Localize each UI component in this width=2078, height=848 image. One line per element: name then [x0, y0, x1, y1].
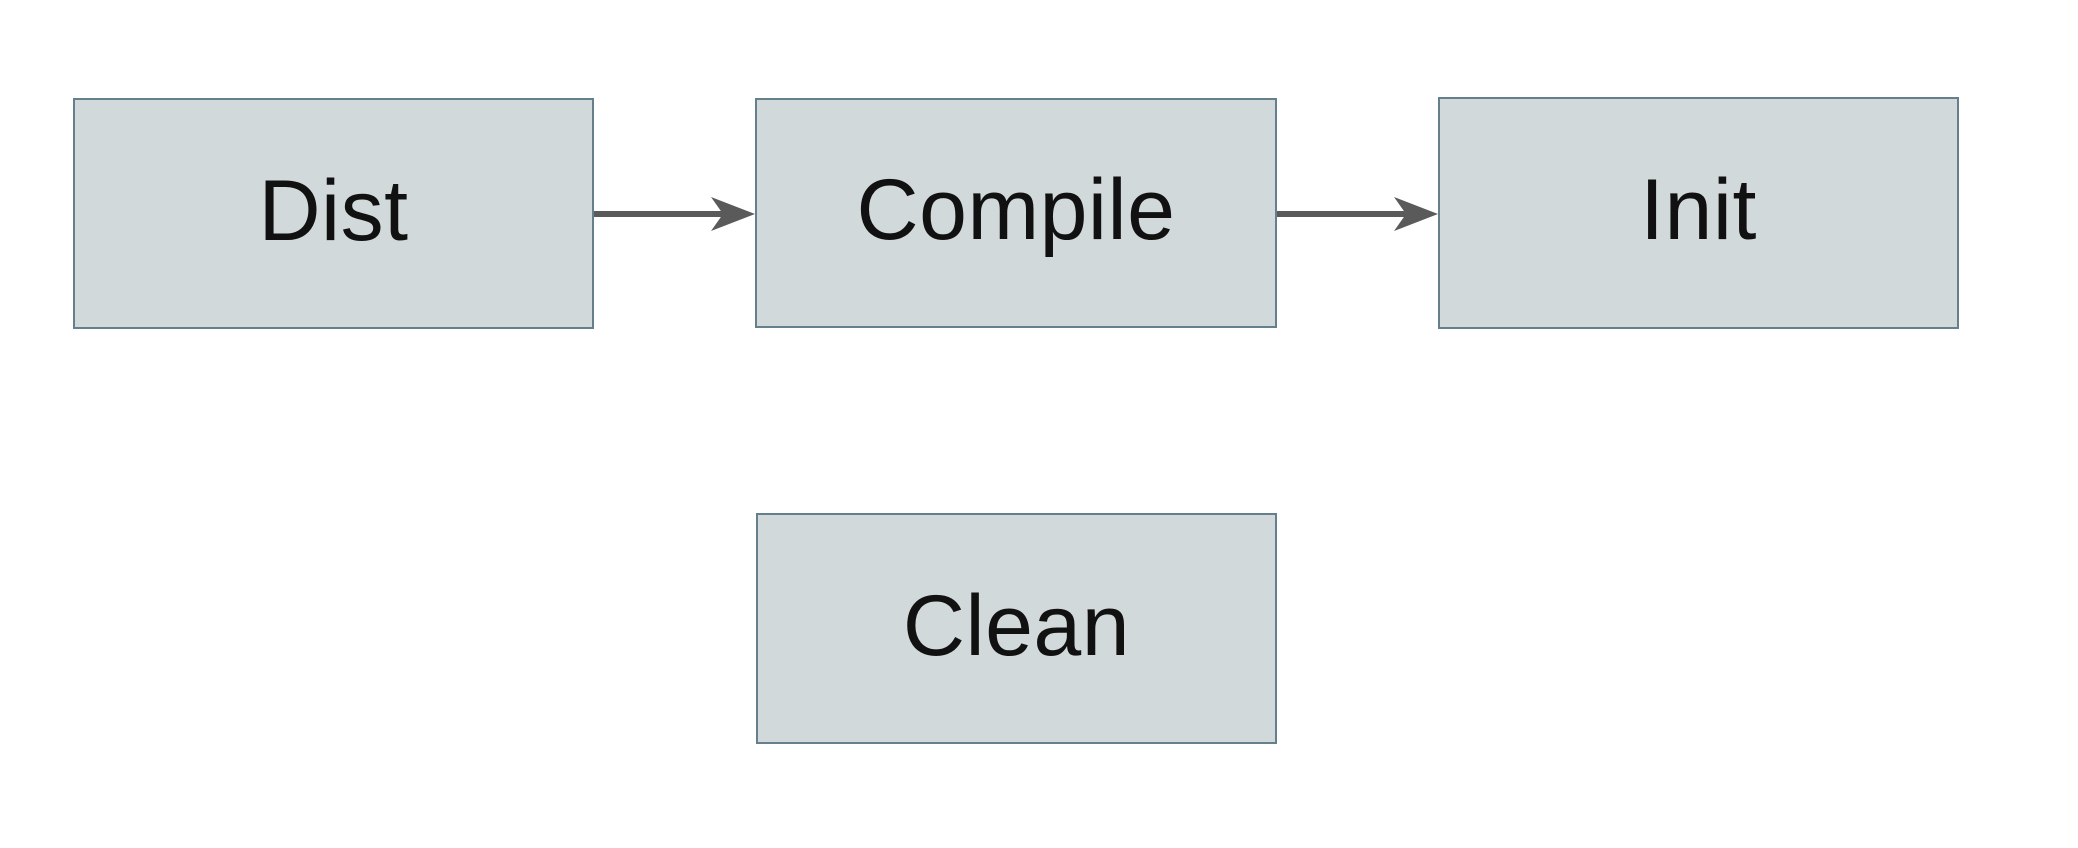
node-compile[interactable]: Compile [755, 98, 1277, 328]
node-compile-label: Compile [856, 162, 1176, 258]
node-clean-label: Clean [902, 577, 1131, 674]
node-clean[interactable]: Clean [756, 513, 1277, 744]
arrow-dist-to-compile [594, 197, 755, 231]
node-init-label: Init [1640, 162, 1757, 258]
arrow-compile-to-init [1277, 197, 1438, 231]
node-init[interactable]: Init [1438, 97, 1959, 329]
node-dist-label: Dist [258, 162, 409, 259]
node-dist[interactable]: Dist [73, 98, 594, 329]
